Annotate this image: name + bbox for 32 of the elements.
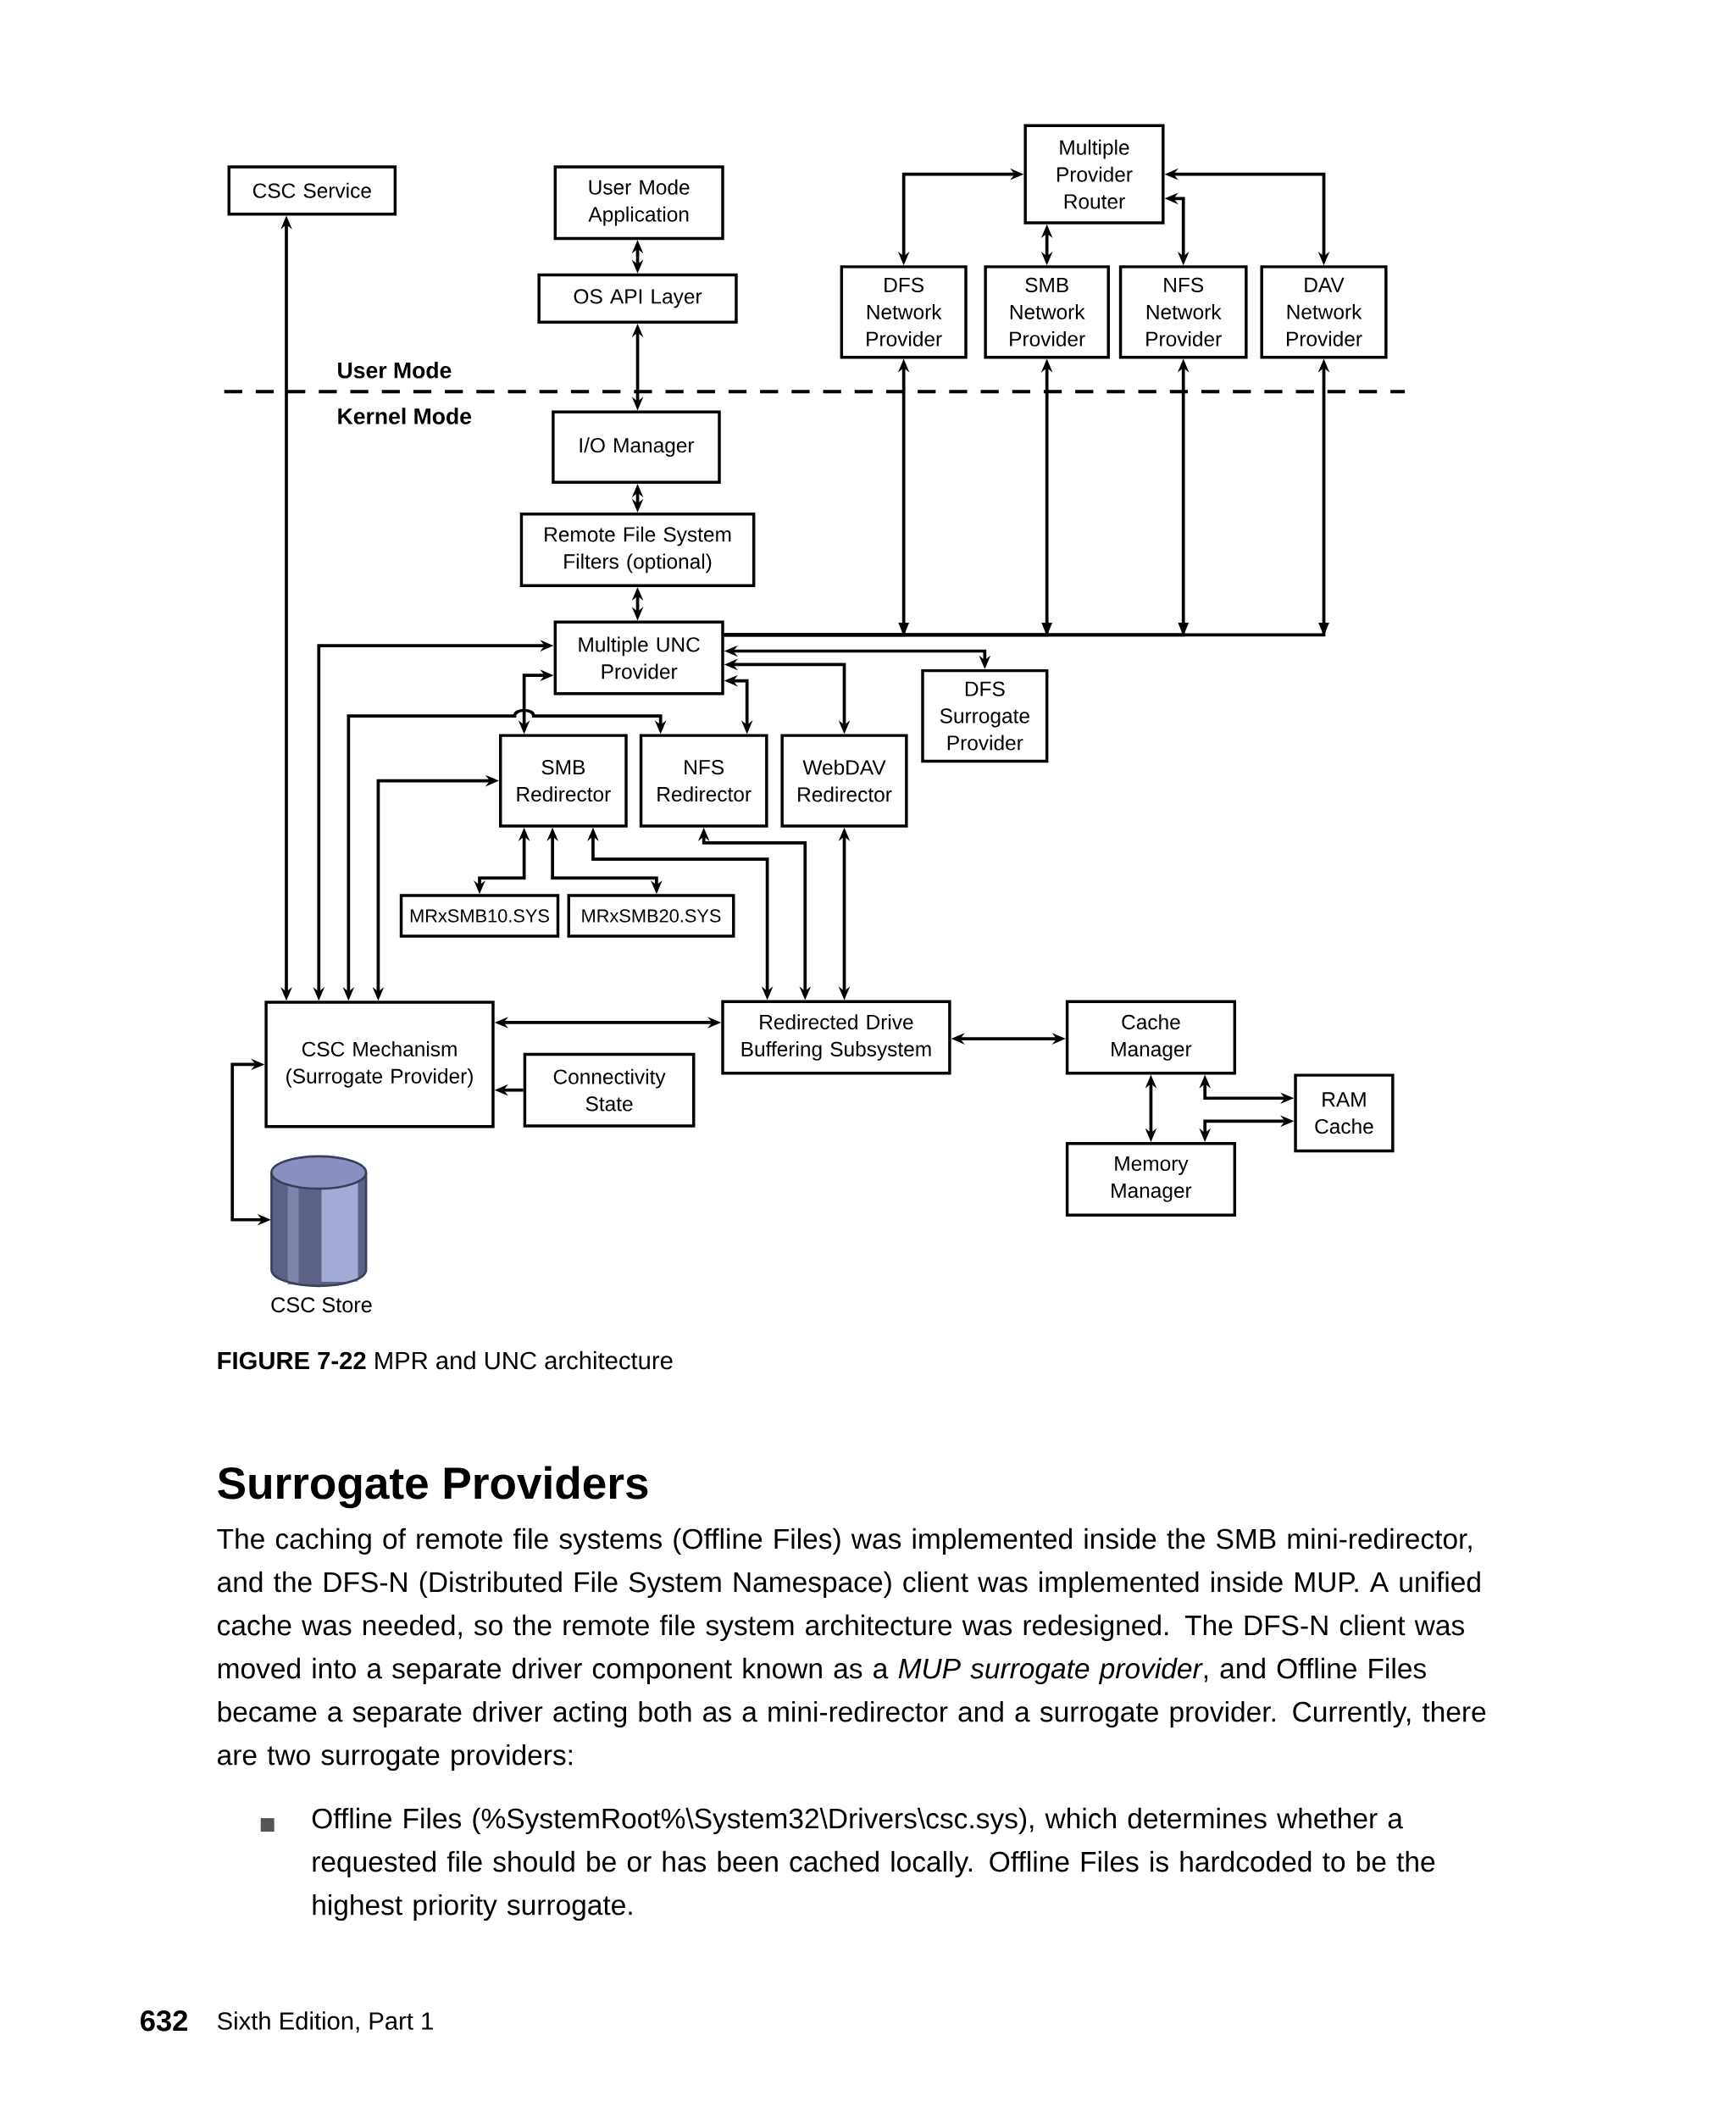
- process-box: Redirected Drive Buffering Subsystem: [721, 1000, 951, 1075]
- process-box: I/O Manager: [552, 410, 721, 484]
- process-box: Remote File System Filters (optional): [519, 512, 756, 587]
- process-box: CSC Service: [227, 165, 397, 216]
- process-box: NFS Redirector: [639, 734, 768, 828]
- mode-label: User Mode: [338, 362, 452, 379]
- paragraph: The caching of remote file systems (Offline Files) was implemented inside the SMB mini-redirector, and the DFS-N (Distributed File System Namespace) client was implemented inside MUP. A unified cache was needed, so the remote file system architecture was redesigned. The DFS-N client was moved into a separate driver component known as a MUP surrogate provider, and Offline Files became a separate driver acting both as a mini-redirector and a surrogate provider. Currently, there are two surrogate providers:: [217, 1528, 1486, 1771]
- process-box: DAV Network Provider: [1260, 265, 1388, 359]
- process-box: MRxSMB20.SYS: [567, 894, 735, 938]
- running-footer: Sixth Edition, Part 1: [218, 2011, 433, 2033]
- process-box: Cache Manager: [1065, 1000, 1237, 1075]
- process-box: WebDAV Redirector: [780, 734, 908, 828]
- process-box: OS API Layer: [537, 273, 738, 324]
- process-box: Memory Manager: [1065, 1141, 1237, 1217]
- process-box: User Mode Application: [553, 165, 724, 241]
- process-box: Connectivity State: [523, 1052, 696, 1128]
- section-heading: Surrogate Providers: [218, 1466, 648, 1509]
- figure-caption: FIGURE 7-22 MPR and UNC architecture: [218, 1350, 673, 1370]
- process-box: Multiple Provider Router: [1023, 124, 1165, 225]
- process-box: DFS Network Provider: [840, 265, 968, 359]
- process-box: DFS Surrogate Provider: [921, 668, 1049, 763]
- process-box: Multiple UNC Provider: [553, 620, 724, 696]
- process-box: NFS Network Provider: [1118, 265, 1248, 359]
- cylinder-label: CSC Store: [271, 1297, 372, 1313]
- bullet-text: Offline Files (%SystemRoot%\System32\Drivers\csc.sys), which determines whether a requested file should be or has been cached locally. Offline Files is hardcoded to be the highest priority surrogate.: [312, 1807, 1435, 1921]
- process-box: SMB Network Provider: [984, 265, 1111, 359]
- process-box: SMB Redirector: [499, 734, 628, 828]
- mode-label: Kernel Mode: [338, 408, 472, 424]
- page-number: 632: [141, 2010, 188, 2032]
- process-box: CSC Mechanism (Surrogate Provider): [264, 1001, 495, 1128]
- process-box: MRxSMB10.SYS: [399, 894, 560, 938]
- process-box: RAM Cache: [1294, 1073, 1395, 1153]
